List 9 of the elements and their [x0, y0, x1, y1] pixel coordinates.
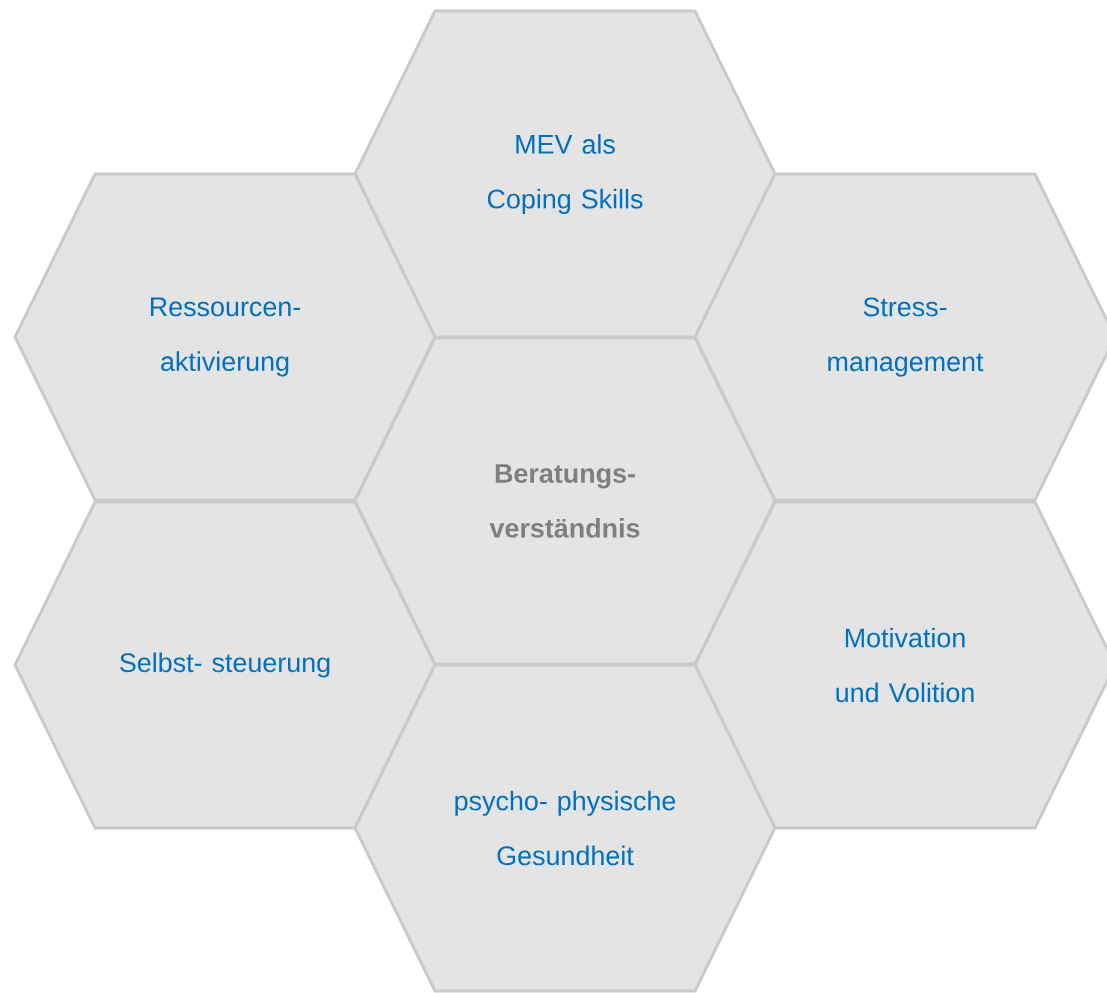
hexagon: psycho- physische Gesundheit — [353, 663, 777, 993]
hexagon: Stress- management — [693, 172, 1107, 502]
hexagon: Motivation und Volition — [693, 500, 1107, 830]
hexagon: Ressourcen- aktivierung — [13, 172, 437, 502]
node-label: Motivation und Volition — [836, 627, 974, 703]
node-label: Stress- management — [828, 297, 984, 377]
hexagon: Beratungs- verständnis — [353, 336, 777, 666]
hexagon: Selbst- steuerung — [13, 500, 437, 830]
hexagon: MEV als Coping Skills — [353, 9, 777, 339]
